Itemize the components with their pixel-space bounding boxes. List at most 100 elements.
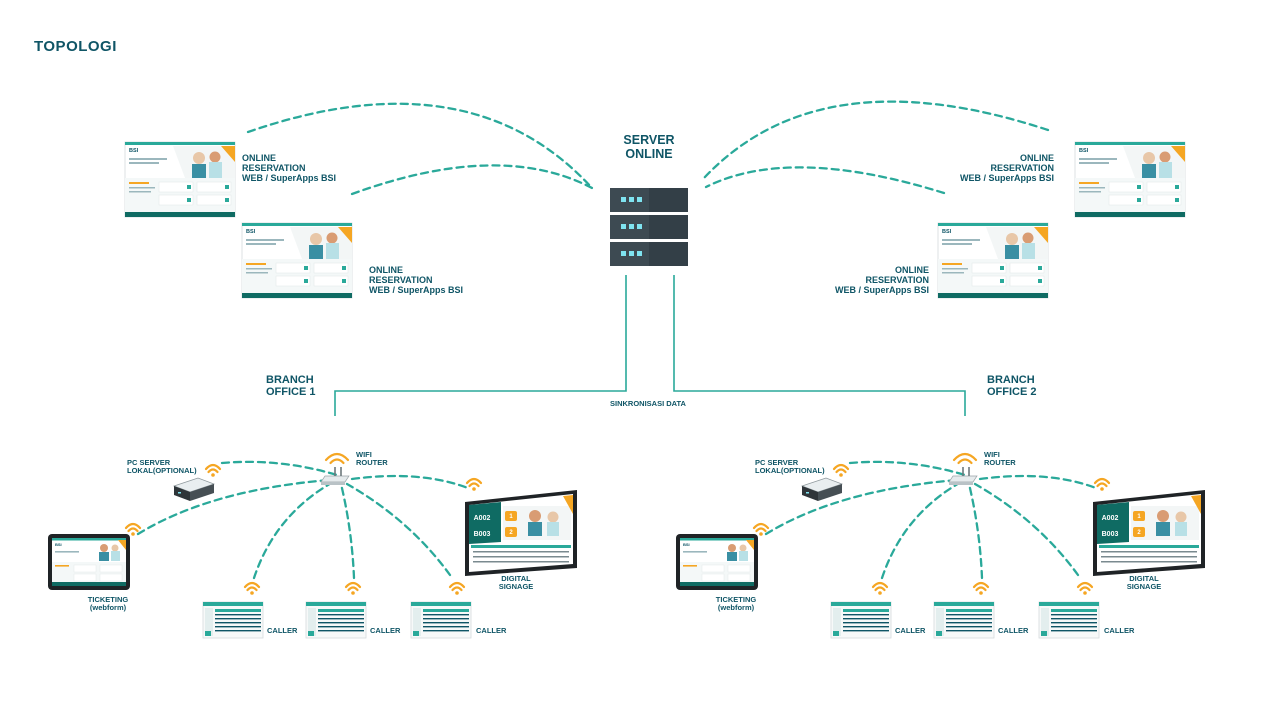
label-line: RESERVATION (242, 163, 306, 174)
wifi-router-icon-branch1 (319, 452, 351, 487)
signage-counter-badge (1133, 527, 1145, 537)
server-label-line1: SERVER (623, 133, 675, 147)
signage-counter-badge (1133, 511, 1145, 521)
label-line: TICKETING (715, 595, 757, 604)
signage-queue-number: 1 (1137, 514, 1141, 520)
signage-queue-number: 2 (1137, 530, 1141, 536)
caller-screen-branch1-3 (410, 601, 472, 639)
signage-counter-badge (505, 511, 517, 521)
label-line: WEB / SuperApps BSI (242, 173, 337, 184)
wifi-router-label-branch2: WIFI ROUTER (984, 450, 1016, 468)
dashed-link-server-web-right-bottom (704, 166, 946, 195)
label-line: LOKAL(OPTIONAL) (755, 466, 825, 476)
server-label-line2: ONLINE (625, 147, 673, 161)
caller-label-branch1-1: CALLER (267, 626, 298, 635)
dashed-link-branch2-caller3 (973, 482, 1080, 577)
caller-label-branch2-2: CALLER (998, 626, 1029, 635)
web-reservation-screen-right-top (1074, 141, 1186, 218)
wifi-icon-branch2-caller1 (871, 581, 889, 596)
dashed-link-branch1-pc (220, 460, 339, 477)
ticketing-label-branch1: TICKETING (webform) (70, 595, 146, 613)
online-reservation-label-right-top: ONLINE RESERVATION WEB / SuperApps BSI (934, 153, 1054, 183)
wifi-icon-branch1-caller1 (243, 581, 261, 596)
wifi-icon-branch1-signage (465, 477, 483, 492)
dashed-link-branch2-pc (848, 460, 967, 477)
label-line: ONLINE (894, 265, 929, 275)
label-line: ROUTER (356, 458, 388, 468)
label-line: (webform) (717, 603, 755, 613)
ticketing-tablet-icon-branch1 (47, 533, 131, 591)
label-line: TICKETING (87, 595, 129, 604)
label-line: SIGNAGE (1126, 582, 1162, 592)
caller-screen-branch1-1 (202, 601, 264, 639)
sync-data-label: SINKRONISASI DATA (610, 399, 686, 408)
signage-queue-number: A002 (1102, 515, 1119, 522)
signage-queue-number: 1 (509, 514, 513, 520)
signage-counter-badge (505, 527, 517, 537)
wifi-icon-branch2-caller3 (1076, 581, 1094, 596)
branch-office-2-label: BRANCH OFFICE 2 (987, 374, 1037, 399)
wifi-icon-branch1-pc (204, 463, 222, 478)
server-rack-icon (610, 188, 688, 266)
signage-queue-number: A002 (474, 515, 491, 522)
digital-signage-label-branch1: DIGITAL SIGNAGE (484, 574, 548, 592)
pc-server-icon-branch2 (801, 477, 843, 502)
label-line: WIFI (356, 450, 372, 459)
wifi-router-label-branch1: WIFI ROUTER (356, 450, 388, 468)
label-line: RESERVATION (865, 275, 929, 286)
label-line: ROUTER (984, 458, 1016, 468)
dashed-link-branch1-signage (350, 474, 470, 490)
branch-office-1-label: BRANCH OFFICE 1 (266, 374, 316, 399)
label-line: WEB / SuperApps BSI (959, 173, 1054, 184)
signage-queue-number: 2 (509, 530, 513, 536)
wifi-icon-branch1-caller2 (344, 581, 362, 596)
label-line: SIGNAGE (498, 582, 534, 592)
label-line: LOKAL(OPTIONAL) (127, 466, 197, 476)
label-line: WEB / SuperApps BSI (834, 285, 929, 296)
dashed-link-branch1-ticketing (136, 478, 331, 536)
dashed-link-branch2-ticketing (764, 478, 959, 536)
caller-label-branch2-3: CALLER (1104, 626, 1135, 635)
label-line: ONLINE (369, 265, 404, 275)
wifi-icon-branch2-signage (1093, 477, 1111, 492)
page-title: TOPOLOGI (34, 38, 117, 55)
dashed-link-branch2-caller1 (880, 480, 963, 580)
web-reservation-screen-right-bottom (937, 222, 1049, 299)
caller-label-branch1-3: CALLER (476, 626, 507, 635)
digital-signage-label-branch2: DIGITAL SIGNAGE (1112, 574, 1176, 592)
wifi-icon-branch2-pc (832, 463, 850, 478)
label-line: ONLINE (1019, 153, 1054, 163)
label-line: OFFICE 1 (266, 386, 316, 399)
wifi-router-icon-branch2 (947, 452, 979, 487)
dashed-link-server-web-left-top (246, 102, 594, 190)
label-line: DIGITAL (1129, 574, 1159, 583)
dashed-link-branch2-signage (978, 474, 1098, 490)
label-line: BRANCH (266, 374, 314, 386)
online-reservation-label-left-top: ONLINE RESERVATION WEB / SuperApps BSI (242, 153, 336, 183)
label-line: BRANCH (987, 374, 1035, 386)
ticketing-tablet-icon-branch2 (675, 533, 759, 591)
signage-queue-number: B003 (474, 531, 491, 538)
server-online-label: SERVER ONLINE (606, 133, 692, 161)
signage-queue-number: B003 (1102, 531, 1119, 538)
pc-server-label-branch1: PC SERVER LOKAL(OPTIONAL) (127, 458, 197, 476)
caller-label-branch1-2: CALLER (370, 626, 401, 635)
label-line: WEB / SuperApps BSI (369, 285, 464, 296)
web-reservation-screen-left-bottom (241, 222, 353, 299)
label-line: RESERVATION (369, 275, 433, 286)
wifi-icon-branch2-caller2 (972, 581, 990, 596)
dashed-link-branch1-caller1 (252, 480, 335, 580)
sync-line-branch1 (334, 275, 627, 416)
dashed-link-branch1-caller2 (339, 482, 356, 580)
caller-screen-branch2-3 (1038, 601, 1100, 639)
dashed-link-branch1-caller3 (345, 482, 452, 577)
online-reservation-label-right-bottom: ONLINE RESERVATION WEB / SuperApps BSI (807, 265, 929, 295)
caller-screen-branch2-2 (933, 601, 995, 639)
connection-lines (136, 100, 1098, 580)
label-line: OFFICE 2 (987, 386, 1037, 399)
label-line: ONLINE (242, 153, 277, 163)
caller-label-branch2-1: CALLER (895, 626, 926, 635)
